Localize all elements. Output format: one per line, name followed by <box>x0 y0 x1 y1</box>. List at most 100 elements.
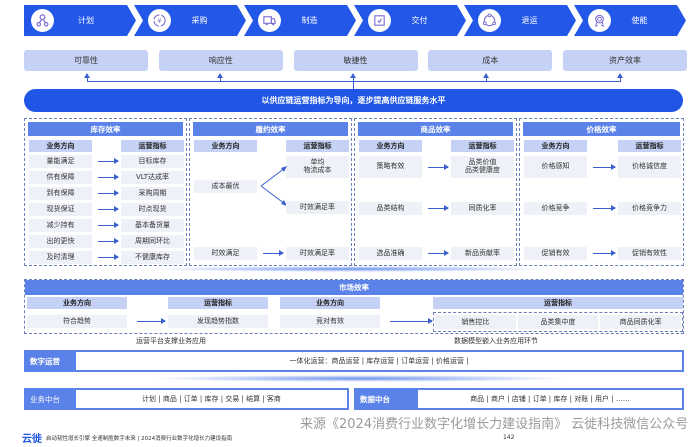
goal-connector-stub <box>87 78 88 82</box>
metric-cell: 单均 物流成本 <box>286 156 349 178</box>
metric-cell: 同质化率 <box>451 202 514 215</box>
panel-inventory-efficiency: 库存效率 业务方向 运营指标 量能满足 目标库存 供有保障 VLT达成率 到有保… <box>24 118 187 266</box>
goal-connector-stub <box>486 78 487 82</box>
panel-title: 价格效率 <box>523 122 680 136</box>
arrow-right-icon <box>428 205 449 211</box>
business-cell: 到有保障 <box>29 187 92 200</box>
business-cell: 竞对有效 <box>280 315 380 328</box>
package-icon <box>368 9 391 32</box>
business-platform-bar: 业务中台 计划 | 商品 | 订单 | 库存 | 交易 | 结算 | 客商 <box>24 388 349 410</box>
caption-data-model: 数据模型嵌入业务应用环节 <box>454 337 538 345</box>
goal-asset-efficiency: 资产效率 <box>563 50 687 71</box>
process-step-plan: 计划 <box>24 5 136 36</box>
panel-title: 商品效率 <box>358 122 513 136</box>
metric-cell: 时效满足率 <box>286 201 349 214</box>
column-header-metric: 运营指标 <box>286 140 349 152</box>
goal-connector-stub <box>220 78 221 82</box>
metric-cell: 发现趋势指数 <box>168 315 268 328</box>
column-header-metric: 运营指标 <box>618 140 681 152</box>
business-cell: 减少持有 <box>29 219 92 232</box>
business-cell: 出的更快 <box>29 235 92 248</box>
process-step-deliver: 交付 <box>354 5 466 36</box>
split-arrow-icon <box>260 166 287 206</box>
platform-tag: 业务中台 <box>26 390 76 408</box>
panel-title: 市场效率 <box>25 280 683 295</box>
platform-tag: 数据中台 <box>356 390 418 408</box>
business-cell: 品类结构 <box>359 202 422 215</box>
arrow-up-icon <box>217 73 223 78</box>
column-header-business: 业务方向 <box>27 297 127 309</box>
arrow-up-icon <box>617 73 623 78</box>
panel-price-efficiency: 价格效率 业务方向 运营指标 价格感知 价格诚信度 价格竞争 价格竞争力 促销有… <box>519 118 684 266</box>
platform-content: 商品 | 商户 | 店铺 | 订单 | 库存 | 对账 | 用户 | …… <box>470 395 630 403</box>
arrow-up-icon <box>350 73 356 78</box>
business-cell: 量能满足 <box>29 155 92 168</box>
metric-cell: 周期同环比 <box>121 235 184 248</box>
panel-product-efficiency: 商品效率 业务方向 运营指标 策略有效 品类价值 品类健康度 品类结构 同质化率… <box>354 118 517 266</box>
connector-glow <box>150 266 550 272</box>
svg-text:¥: ¥ <box>157 17 161 25</box>
process-step-label: 制造 <box>301 16 318 25</box>
column-header-business: 业务方向 <box>194 140 257 152</box>
network-nodes-icon <box>31 9 54 32</box>
column-header-business: 业务方向 <box>280 297 380 309</box>
arrow-right-icon <box>98 174 119 180</box>
panel-market-efficiency: 市场效率 业务方向 运营指标 业务方向 运营指标 符合趋势 发现趋势指数 竞对有… <box>24 279 684 334</box>
process-step-enable: 使能 <box>574 5 686 36</box>
metric-cell: 销售控比 <box>435 315 516 329</box>
strategy-banner: 以供应链运营指标为导向，逐步提高供应链服务水平 <box>24 89 683 112</box>
goal-connector-stub <box>620 78 621 82</box>
arrow-up-icon <box>84 73 90 78</box>
metric-cell: 价格诚信度 <box>618 156 681 178</box>
business-cell: 选品准确 <box>359 247 422 260</box>
panel-title: 履约效率 <box>193 122 348 136</box>
arrow-right-icon <box>98 222 119 228</box>
metric-cell: 时效满足率 <box>286 247 349 260</box>
metric-cell: 新品贡献率 <box>451 247 514 260</box>
metric-cell: 基本备货量 <box>121 219 184 232</box>
column-header-business: 业务方向 <box>29 140 92 152</box>
business-cell: 现货保证 <box>29 203 92 216</box>
goal-agility: 敏捷性 <box>293 50 418 71</box>
business-cell: 及时清理 <box>29 251 92 264</box>
arrow-right-icon <box>137 318 166 324</box>
metric-cell: VLT达成率 <box>121 171 184 184</box>
truck-icon <box>258 9 281 32</box>
process-step-purchase: ¥ 采购 <box>134 5 246 36</box>
goal-reliability: 可靠性 <box>24 50 148 71</box>
brand-logo: 云徙 <box>22 434 42 445</box>
panel-title: 库存效率 <box>28 122 183 136</box>
arrow-right-icon <box>428 250 449 256</box>
metric-cell: 商品同质化率 <box>600 315 682 329</box>
arrow-up-icon <box>483 73 489 78</box>
goal-connector-line <box>87 81 621 82</box>
platform-content: 一体化运营：商品运营 | 库存运营 | 订单运营 | 价格运营 | <box>289 357 469 365</box>
arrow-right-icon <box>428 164 449 170</box>
arrow-right-icon <box>593 205 616 211</box>
metric-cell: 目标库存 <box>121 155 184 168</box>
business-cell: 供有保障 <box>29 171 92 184</box>
process-step-label: 交付 <box>411 16 428 25</box>
supply-chain-goals: 可靠性 响应性 敏捷性 成本 资产效率 <box>24 50 687 71</box>
metric-cell: 品类价值 品类健康度 <box>451 156 514 178</box>
footer-brand: 云徙 启动韧性增长引擎 全速制胜数字未来 | 2024消费行业数字化增长力建设指… <box>22 430 232 445</box>
goal-connector-stub <box>353 78 354 89</box>
process-step-return: 退运 <box>464 5 576 36</box>
metric-cell: 不健康库存 <box>121 251 184 264</box>
process-step-label: 退运 <box>521 16 538 25</box>
arrow-right-icon <box>98 190 119 196</box>
arrow-right-icon <box>98 238 119 244</box>
process-step-label: 使能 <box>631 16 648 25</box>
currency-cycle-icon: ¥ <box>148 9 171 32</box>
column-header-metric: 运营指标 <box>451 140 514 152</box>
arrow-right-icon <box>98 206 119 212</box>
business-cell: 价格感知 <box>524 156 587 178</box>
data-platform-bar: 数据中台 商品 | 商户 | 店铺 | 订单 | 库存 | 对账 | 用户 | … <box>354 388 684 410</box>
platform-content: 计划 | 商品 | 订单 | 库存 | 交易 | 结算 | 客商 <box>142 395 281 403</box>
business-cell: 成本最优 <box>194 180 257 193</box>
business-cell: 符合趋势 <box>27 315 127 328</box>
arrow-right-icon <box>593 164 616 170</box>
arrow-right-icon <box>98 158 119 164</box>
arrow-right-icon <box>263 250 284 256</box>
return-cycle-icon <box>478 9 501 32</box>
